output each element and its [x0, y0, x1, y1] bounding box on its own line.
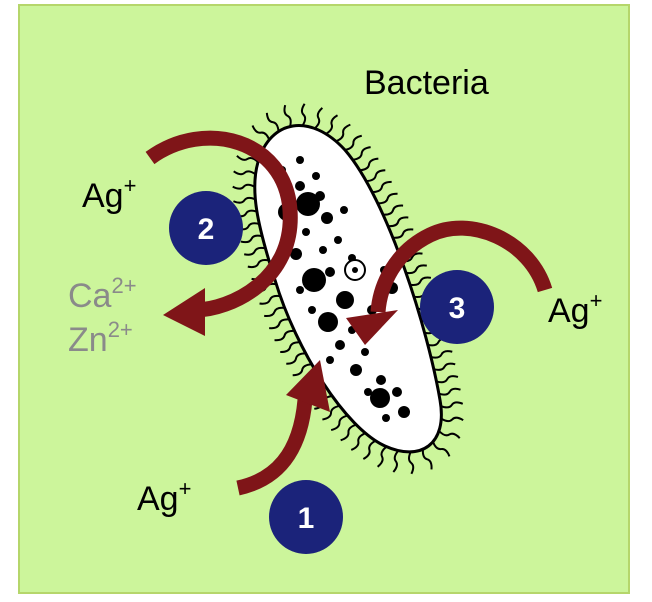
granule — [334, 236, 342, 244]
granule — [335, 340, 345, 350]
granule — [361, 348, 369, 356]
granule — [308, 306, 316, 314]
svg-text:1: 1 — [298, 502, 315, 535]
granule — [315, 191, 325, 201]
granule — [296, 286, 304, 294]
svg-text:3: 3 — [449, 292, 466, 325]
granule — [302, 268, 326, 292]
granule — [350, 364, 362, 376]
granule — [392, 387, 402, 397]
granule — [312, 172, 320, 180]
step-badge-2: 2 — [169, 191, 243, 265]
step-badge-3: 3 — [420, 270, 494, 344]
granule — [296, 156, 304, 164]
granule — [321, 212, 333, 224]
granule — [340, 206, 348, 214]
granule — [302, 228, 310, 236]
granule — [398, 406, 410, 418]
granule — [370, 388, 390, 408]
granule — [325, 267, 335, 277]
granule — [318, 312, 338, 332]
granule — [336, 291, 354, 309]
svg-text:2: 2 — [198, 213, 215, 246]
granule — [326, 356, 334, 364]
granule — [376, 375, 386, 385]
granule — [295, 181, 305, 191]
step-badge-1: 1 — [269, 480, 343, 554]
nucleus-dot — [352, 267, 358, 273]
granule — [319, 246, 327, 254]
bacteria-label: Bacteria — [364, 64, 489, 102]
granule — [382, 414, 390, 422]
